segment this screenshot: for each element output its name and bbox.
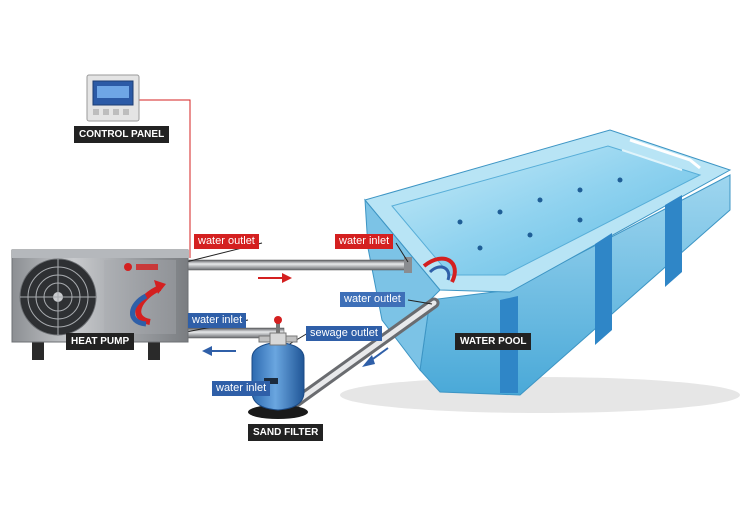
hp-water-inlet-label: water inlet xyxy=(188,313,247,328)
pool-inlet-swirl-icon xyxy=(422,256,457,283)
leader-pool-outlet xyxy=(407,299,433,305)
heat-pump-label: HEAT PUMP xyxy=(66,333,135,350)
filter-water-inlet-label: water inlet xyxy=(212,381,271,396)
water-pool-label: WATER POOL xyxy=(455,333,532,350)
pipe-hot-supply xyxy=(183,259,411,271)
leader-sewage xyxy=(287,332,309,346)
flow-arrow-return xyxy=(202,346,236,356)
control-panel-label: CONTROL PANEL xyxy=(74,126,170,143)
water-pool xyxy=(364,129,732,396)
heat-pump-unit xyxy=(11,249,189,360)
pool-water-outlet-label: water outlet xyxy=(340,292,405,307)
flow-arrow-hot xyxy=(258,273,292,283)
pool-inlet-fitting xyxy=(404,257,412,273)
sand-filter-label: SAND FILTER xyxy=(248,424,324,441)
pool-shadow xyxy=(340,377,740,413)
sewage-outlet-label: sewage outlet xyxy=(306,326,382,341)
pool-water-inlet-label: water inlet xyxy=(335,234,394,249)
control-wire xyxy=(125,99,191,258)
control-panel-device xyxy=(86,74,140,122)
flow-arrow-pool-out xyxy=(362,347,389,367)
brand-logo-icon xyxy=(124,263,132,271)
hp-water-outlet-label: water outlet xyxy=(194,234,259,249)
leader-pool-inlet xyxy=(395,242,409,263)
